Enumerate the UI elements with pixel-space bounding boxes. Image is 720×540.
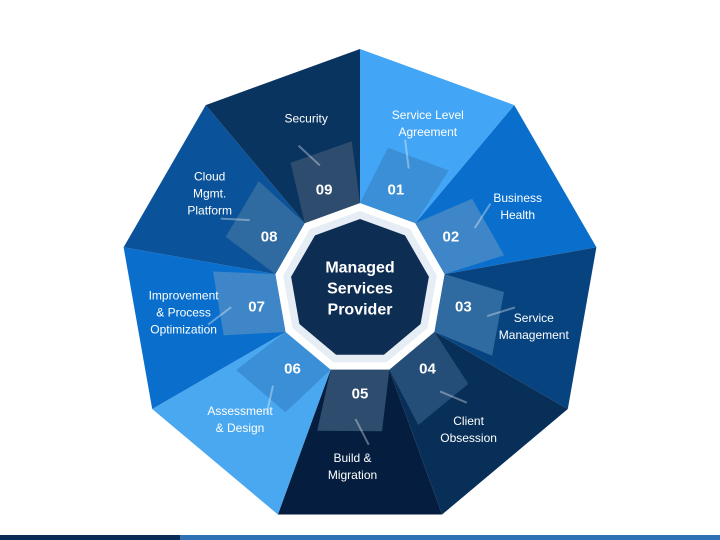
segment-band-07: [213, 271, 286, 336]
segment-separator: [404, 139, 410, 169]
segment-label-01: Service Level Agreement: [391, 108, 464, 140]
segment-label-02: Business Health: [493, 190, 543, 222]
segment-separator: [220, 217, 250, 222]
segment-label-05: Build & Migration: [327, 450, 378, 482]
segment-number-02: 02: [442, 228, 460, 245]
segment-separator: [265, 385, 274, 415]
segment-separator: [473, 203, 492, 229]
segment-label-03: Service Management: [498, 311, 569, 343]
segment-number-04: 04: [419, 360, 436, 378]
segment-separator: [354, 418, 370, 446]
segment-number-01: 01: [387, 181, 405, 199]
segment-number-06: 06: [284, 360, 301, 378]
segment-band-04: [389, 332, 469, 425]
segment-label-04: Client Obsession: [440, 414, 497, 445]
segment-label-06: Assessment & Design: [207, 404, 273, 436]
segment-label-08: Cloud Mgmt. Platform: [187, 169, 233, 218]
segment-band-06: [236, 332, 331, 413]
segment-band-01: [360, 147, 449, 224]
segment-band-09: [290, 141, 360, 224]
segment-band-03: [434, 274, 504, 356]
segment-band-02: [415, 198, 505, 275]
segment-number-05: 05: [351, 385, 369, 403]
segment-separator: [439, 390, 468, 404]
segment-number-03: 03: [455, 298, 472, 316]
segment-band-08: [225, 181, 305, 275]
segment-separator: [486, 306, 516, 317]
segment-separator: [207, 306, 232, 326]
center-title: Managed Services Provider: [325, 259, 395, 319]
segment-number-08: 08: [260, 228, 278, 245]
segment-number-07: 07: [248, 298, 265, 316]
segment-label-09: Security: [284, 111, 328, 126]
segment-band-05: [317, 369, 390, 432]
center-core: [291, 219, 429, 355]
bottom-accent-bar: [0, 535, 720, 540]
segment-separator: [297, 144, 321, 167]
segment-05: [277, 369, 443, 515]
segment-number-09: 09: [315, 181, 333, 199]
segment-label-07: Improvement & Process Optimization: [148, 288, 219, 336]
